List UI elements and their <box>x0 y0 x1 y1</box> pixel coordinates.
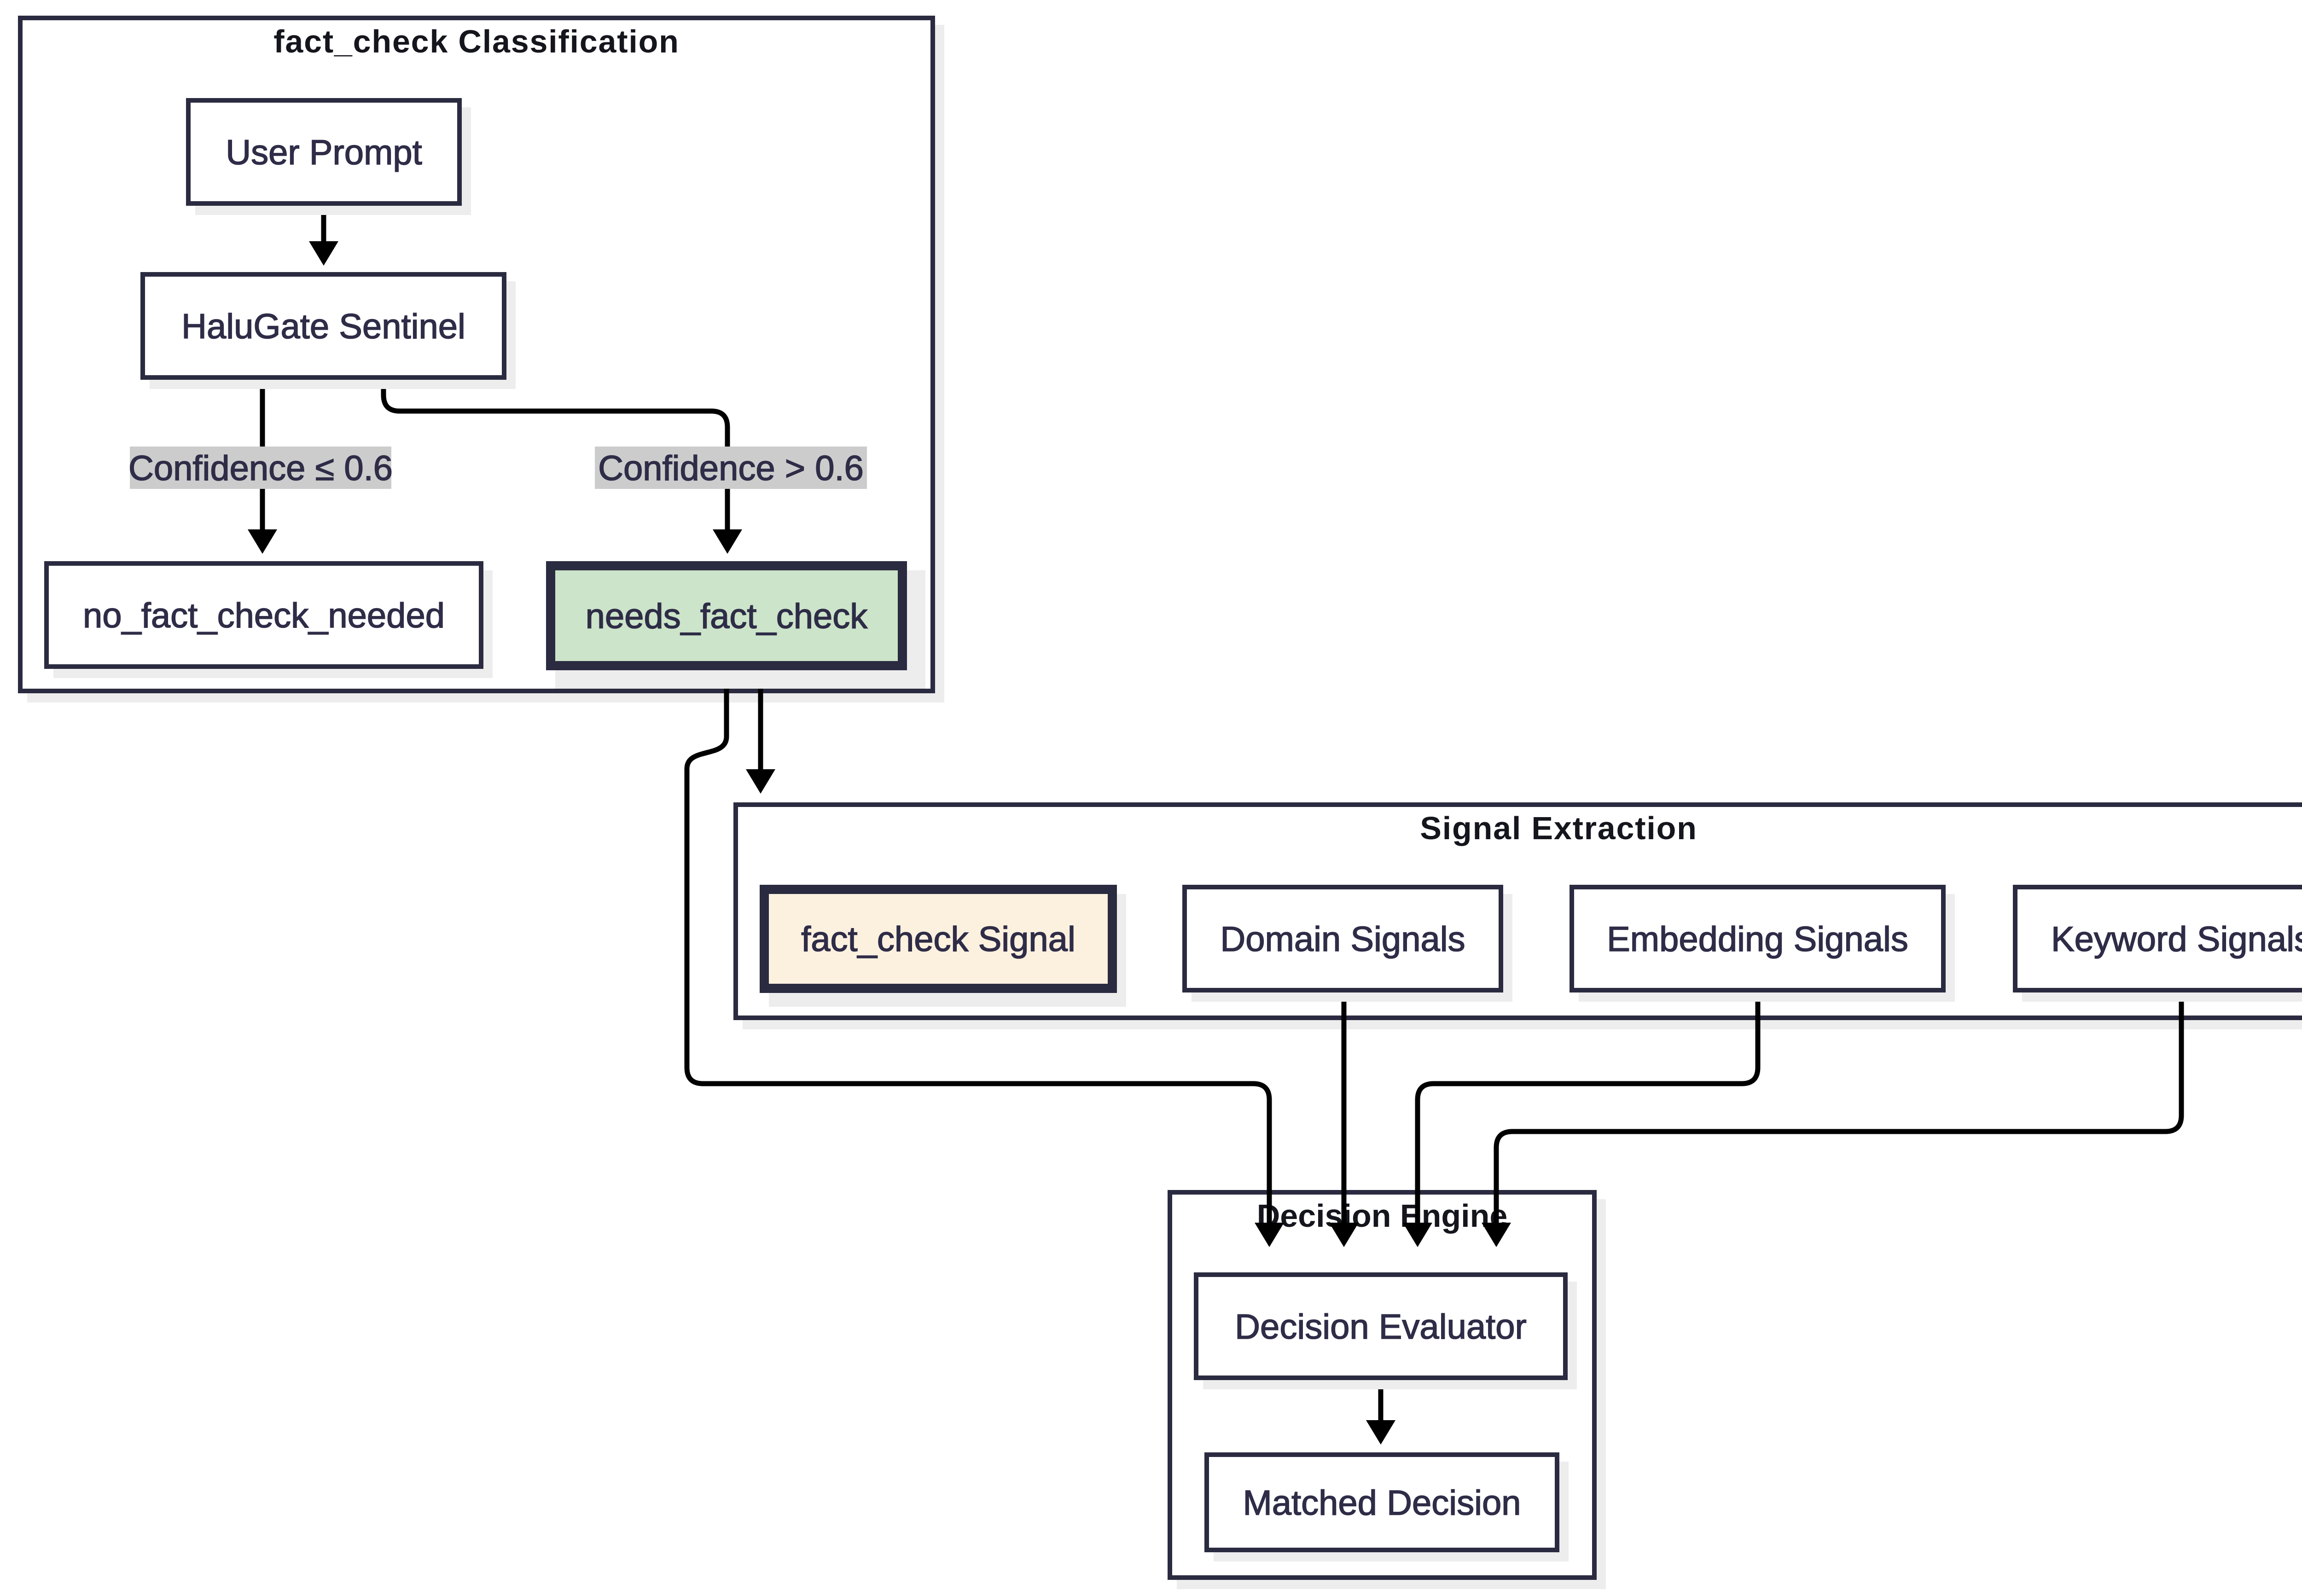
svg-text:Signal Extraction: Signal Extraction <box>1420 810 1697 846</box>
svg-text:Embedding Signals: Embedding Signals <box>1607 920 1908 959</box>
svg-text:no_fact_check_needed: no_fact_check_needed <box>83 596 445 635</box>
svg-text:Domain Signals: Domain Signals <box>1220 920 1465 959</box>
svg-text:needs_fact_check: needs_fact_check <box>586 597 868 636</box>
svg-text:Confidence ≤ 0.6: Confidence ≤ 0.6 <box>128 449 393 488</box>
svg-text:Matched Decision: Matched Decision <box>1243 1484 1521 1523</box>
svg-text:HaluGate Sentinel: HaluGate Sentinel <box>181 307 465 346</box>
svg-text:fact_check Signal: fact_check Signal <box>801 920 1075 959</box>
svg-text:Decision Evaluator: Decision Evaluator <box>1235 1307 1527 1346</box>
svg-text:Keyword Signals: Keyword Signals <box>2051 920 2302 959</box>
svg-text:fact_check Classification: fact_check Classification <box>273 23 679 59</box>
svg-text:Decision Engine: Decision Engine <box>1257 1198 1508 1234</box>
svg-text:Confidence > 0.6: Confidence > 0.6 <box>598 449 864 488</box>
svg-text:User Prompt: User Prompt <box>226 133 422 172</box>
